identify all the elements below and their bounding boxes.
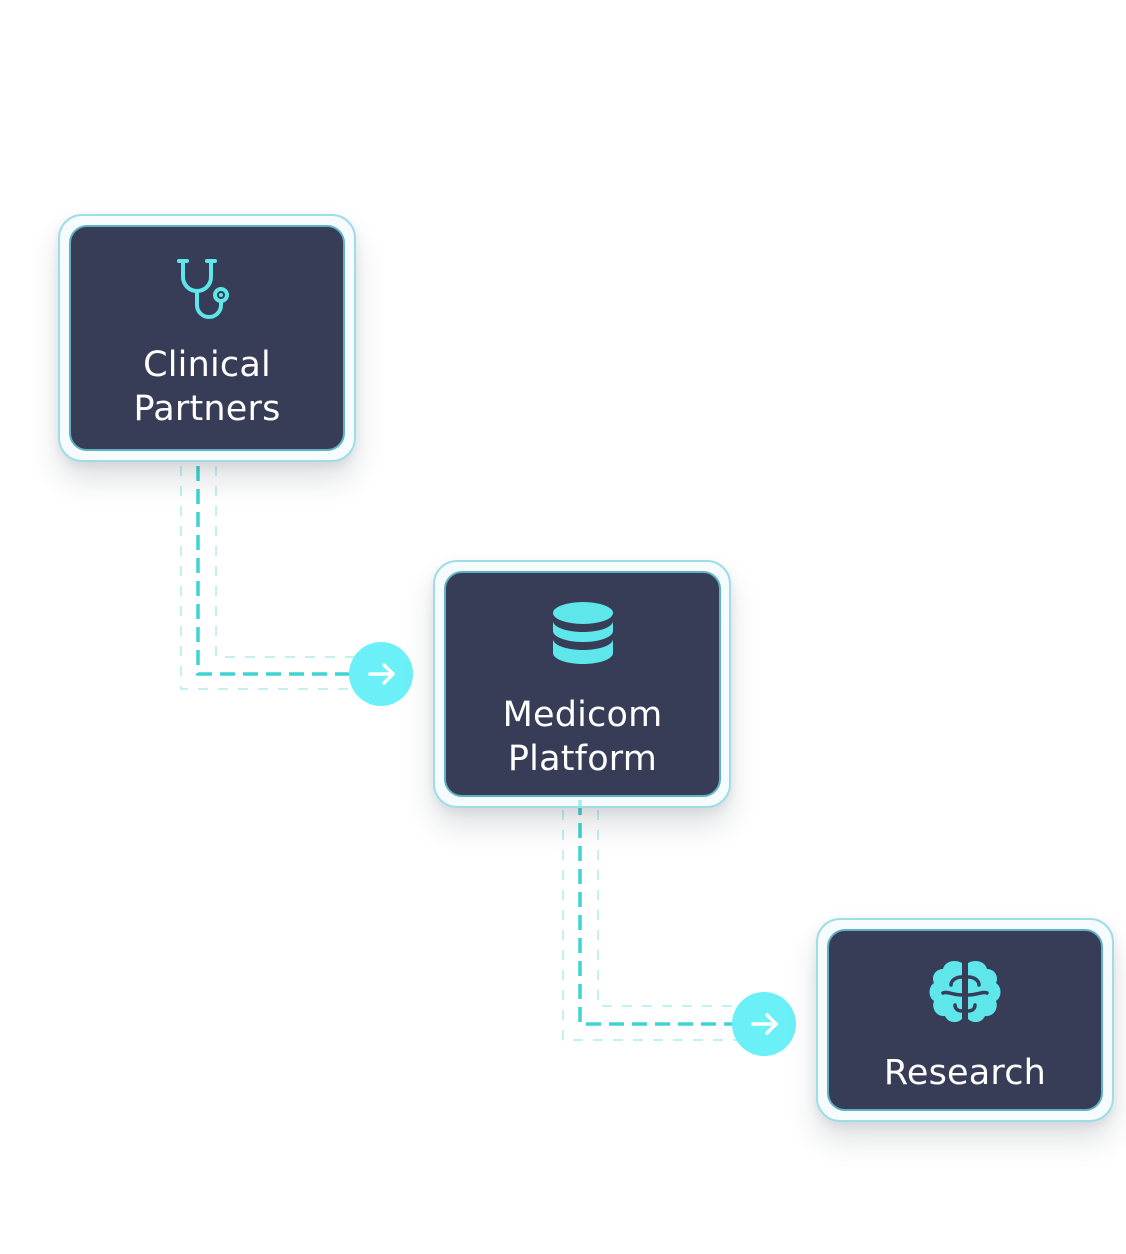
arrow-right-icon bbox=[751, 1013, 778, 1035]
connector-clinical-to-platform-arrow-badge bbox=[349, 642, 413, 706]
brain-icon bbox=[929, 961, 1001, 1023]
node-clinical-partners[interactable]: Clinical Partners bbox=[69, 225, 345, 451]
node-label-clinical-partners: Clinical Partners bbox=[133, 345, 281, 429]
stethoscope-icon bbox=[177, 259, 229, 319]
connector-clinical-to-platform bbox=[180, 466, 413, 706]
node-label-research: Research bbox=[883, 1053, 1047, 1093]
node-medicom-platform[interactable]: Medicom Platform bbox=[444, 571, 721, 797]
connector-platform-to-research-ghost bbox=[562, 810, 742, 1041]
arrow-right-icon bbox=[368, 663, 395, 685]
connector-platform-to-research-arrow-badge bbox=[732, 992, 796, 1056]
node-label-medicom-platform: Medicom Platform bbox=[502, 695, 663, 779]
node-research[interactable]: Research bbox=[827, 929, 1103, 1111]
connector-clinical-to-platform-line bbox=[196, 466, 360, 676]
connector-clinical-to-platform-ghost bbox=[180, 466, 360, 690]
connector-platform-to-research bbox=[562, 800, 796, 1056]
database-icon bbox=[552, 602, 613, 664]
connector-platform-to-research-line bbox=[578, 800, 742, 1026]
